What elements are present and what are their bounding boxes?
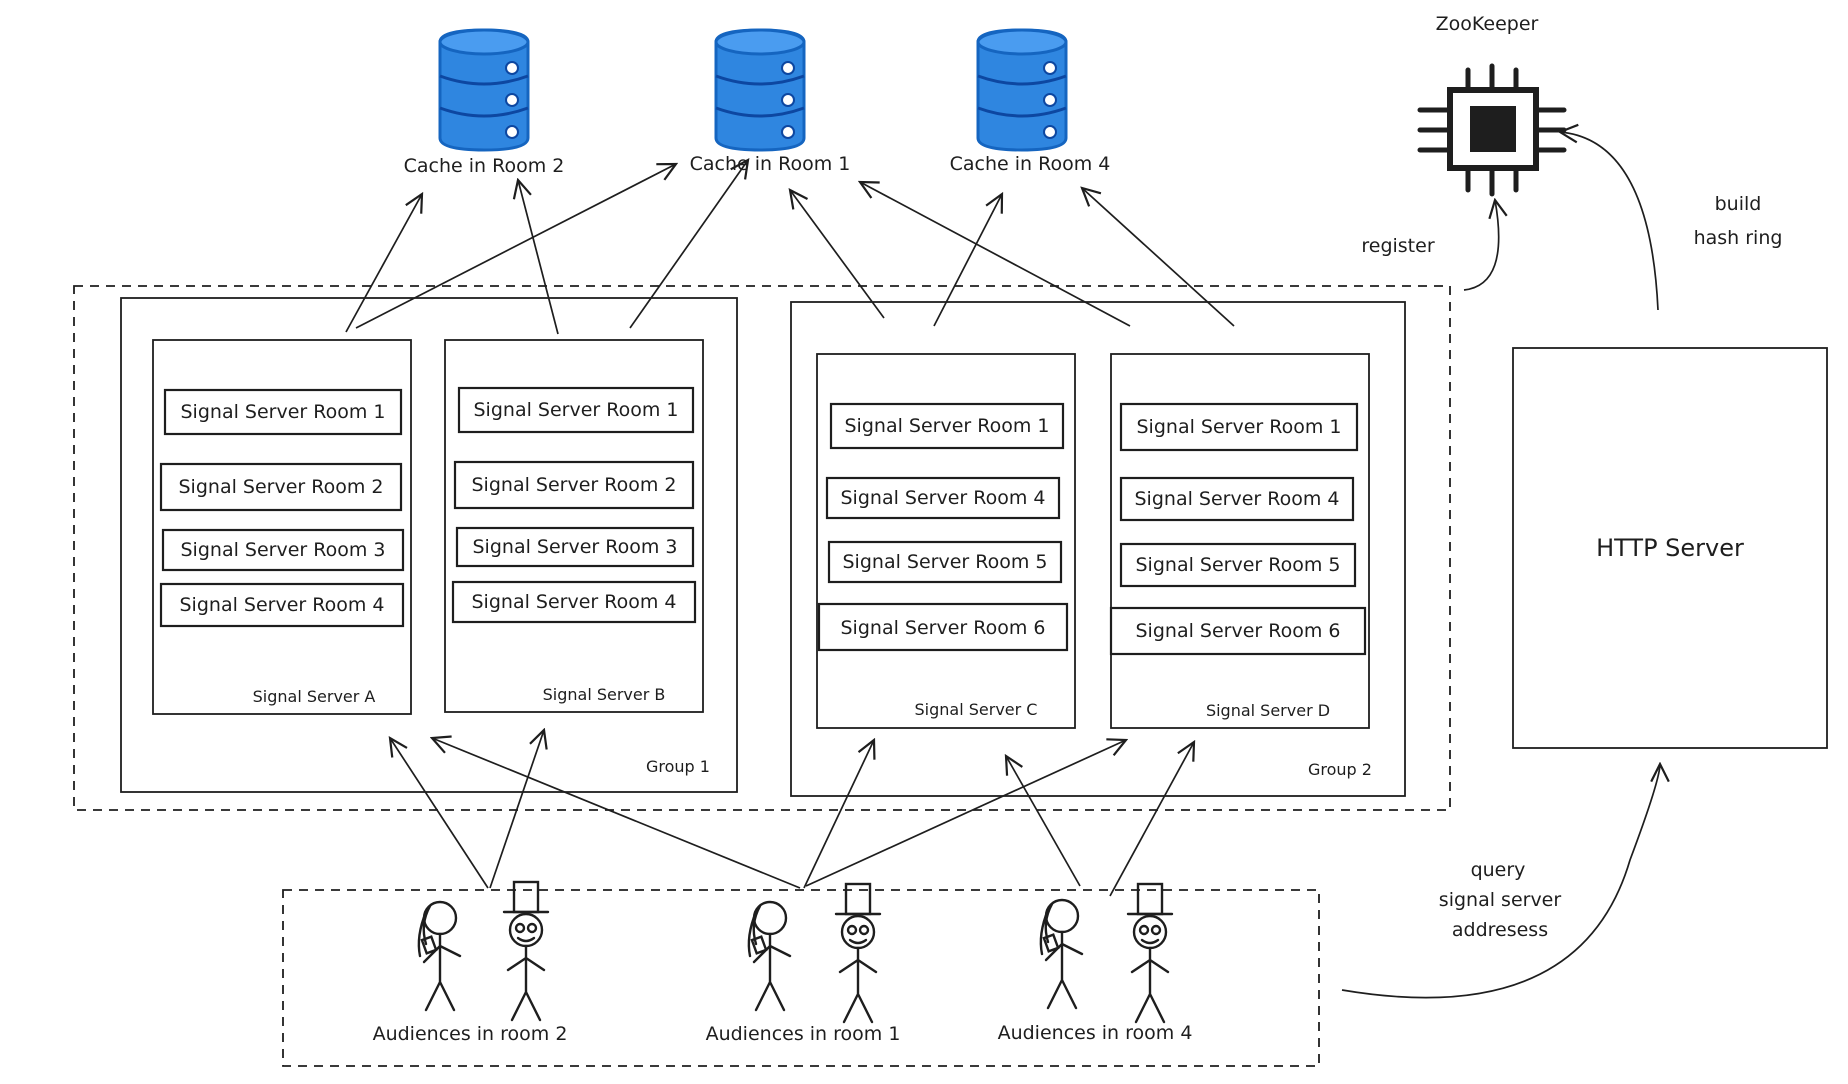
server-a-room-label: Signal Server Room 4 xyxy=(180,594,385,616)
zookeeper-chip-icon xyxy=(1417,63,1567,197)
audience-room-4-gent-icon xyxy=(1126,882,1174,1024)
arrow-aud2-to-server-b xyxy=(489,730,544,889)
arrow-a-to-cache-2 xyxy=(345,194,422,333)
register-label: register xyxy=(1361,235,1434,257)
audiences-room-2-label: Audiences in room 2 xyxy=(373,1023,568,1045)
audience-to-server-arrows xyxy=(390,730,1194,897)
cache-room-4-database-icon xyxy=(976,28,1068,152)
signal-server-c-label: Signal Server C xyxy=(915,700,1038,719)
arrow-d-to-cache-4 xyxy=(1082,188,1235,327)
arrow-b-to-cache-2 xyxy=(518,180,559,335)
cache-room-1-label: Cache in Room 1 xyxy=(690,153,851,175)
cache-room-2-label: Cache in Room 2 xyxy=(404,155,565,177)
audience-room-2-gent-icon xyxy=(502,880,550,1022)
group-2-label: Group 2 xyxy=(1308,760,1372,779)
signal-server-a-rooms: Signal Server Room 1 Signal Server Room … xyxy=(159,388,405,628)
cache-room-2-database-icon xyxy=(438,28,530,152)
audience-room-4-girl-icon xyxy=(1039,898,1084,1010)
server-b-room-box xyxy=(453,460,695,510)
arrow-b-to-cache-1 xyxy=(629,160,748,329)
signal-server-a-label: Signal Server A xyxy=(253,687,376,706)
arrow-aud1-to-server-c xyxy=(803,740,874,889)
server-c-room-box xyxy=(825,476,1061,520)
server-b-room-box xyxy=(457,386,695,434)
http-server-box xyxy=(1512,347,1828,749)
server-c-room-label: Signal Server Room 4 xyxy=(841,487,1046,509)
arrow-c-to-cache-1 xyxy=(790,190,885,319)
server-a-room-label: Signal Server Room 1 xyxy=(181,401,386,423)
server-to-cache-arrows xyxy=(345,160,1235,335)
register-arrow xyxy=(1463,200,1499,291)
server-c-room-box xyxy=(817,602,1069,652)
server-d-room-box xyxy=(1119,542,1357,588)
server-d-room-label: Signal Server Room 5 xyxy=(1136,554,1341,576)
server-b-room-label: Signal Server Room 4 xyxy=(472,591,677,613)
audiences-room-1-label: Audiences in room 1 xyxy=(706,1023,901,1045)
audience-room-1-girl-icon xyxy=(747,900,792,1012)
server-d-room-label: Signal Server Room 4 xyxy=(1135,488,1340,510)
server-b-room-box xyxy=(451,580,697,624)
http-server-label: HTTP Server xyxy=(1596,534,1744,562)
cache-room-1-database-icon xyxy=(714,28,806,152)
arrow-aud1-to-server-a xyxy=(432,738,801,889)
server-c-room-box xyxy=(827,540,1063,584)
signal-cluster-boundary xyxy=(73,285,1451,811)
arrow-c-to-cache-4 xyxy=(933,194,1002,327)
build-label: build xyxy=(1715,193,1762,215)
server-d-room-box xyxy=(1119,476,1355,522)
hash-ring-label: hash ring xyxy=(1694,227,1783,249)
query-label: query xyxy=(1471,859,1526,881)
signal-server-d-rooms: Signal Server Room 1 Signal Server Room … xyxy=(1109,402,1367,656)
audiences-boundary xyxy=(282,889,1320,1067)
server-b-room-label: Signal Server Room 3 xyxy=(473,536,678,558)
server-c-room-label: Signal Server Room 5 xyxy=(843,551,1048,573)
zookeeper-title: ZooKeeper xyxy=(1436,13,1539,35)
server-c-room-label: Signal Server Room 1 xyxy=(845,415,1050,437)
server-a-room-box xyxy=(159,462,403,512)
audience-room-1-gent-icon xyxy=(834,882,882,1024)
server-d-room-label: Signal Server Room 6 xyxy=(1136,620,1341,642)
server-b-room-box xyxy=(455,526,695,568)
server-a-room-label: Signal Server Room 3 xyxy=(181,539,386,561)
server-a-room-box xyxy=(163,388,403,436)
signal-server-query-label: signal server xyxy=(1439,889,1562,911)
signal-server-c-rooms: Signal Server Room 1 Signal Server Room … xyxy=(817,402,1069,652)
arrow-a-to-cache-1 xyxy=(355,164,676,329)
cache-room-4-label: Cache in Room 4 xyxy=(950,153,1111,175)
server-a-room-box xyxy=(161,528,405,572)
server-b-room-label: Signal Server Room 2 xyxy=(472,474,677,496)
server-a-room-label: Signal Server Room 2 xyxy=(179,476,384,498)
server-c-room-box xyxy=(829,402,1065,450)
group-1-label: Group 1 xyxy=(646,757,710,776)
signal-server-b-label: Signal Server B xyxy=(543,685,666,704)
server-a-room-box xyxy=(159,582,405,628)
build-hash-ring-arrow xyxy=(1560,132,1659,311)
arrow-d-to-cache-1 xyxy=(860,182,1131,327)
audiences-room-4-label: Audiences in room 4 xyxy=(998,1022,1193,1044)
query-arrow xyxy=(1341,764,1660,999)
arrow-aud2-to-server-a xyxy=(390,738,489,889)
arrow-aud4-to-server-d xyxy=(1109,742,1194,897)
arrow-aud4-to-server-c xyxy=(1006,756,1081,887)
server-b-room-label: Signal Server Room 1 xyxy=(474,399,679,421)
server-c-room-label: Signal Server Room 6 xyxy=(841,617,1046,639)
server-d-room-box xyxy=(1119,402,1359,452)
arrow-aud1-to-server-d xyxy=(805,740,1126,887)
audience-room-2-girl-icon xyxy=(417,900,462,1012)
server-d-room-box xyxy=(1109,606,1367,656)
signal-server-b-rooms: Signal Server Room 1 Signal Server Room … xyxy=(451,386,697,624)
signal-server-d-label: Signal Server D xyxy=(1206,701,1330,720)
addresess-label: addresess xyxy=(1452,919,1548,941)
server-d-room-label: Signal Server Room 1 xyxy=(1137,416,1342,438)
